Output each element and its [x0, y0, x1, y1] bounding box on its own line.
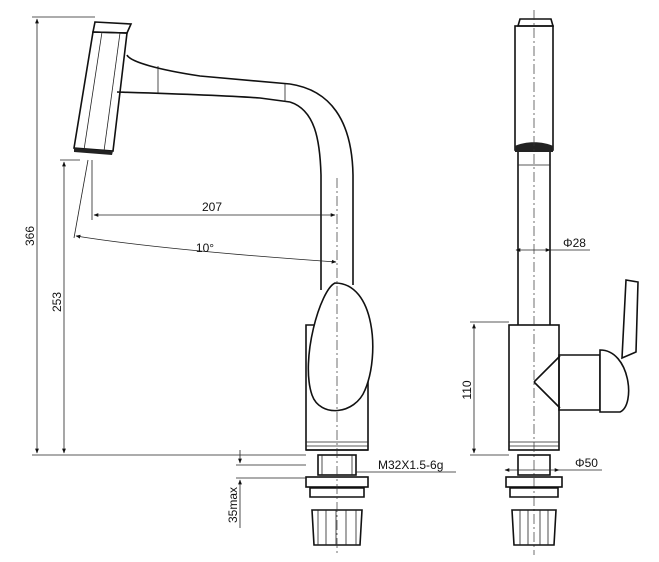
- side-mounting-shank: [505, 454, 563, 546]
- dim-text-110: 110: [460, 380, 474, 399]
- dim-text-10deg: 10°: [196, 241, 214, 255]
- dim-deck-thickness: 35max: [226, 450, 306, 528]
- dim-text-207: 207: [202, 200, 222, 214]
- front-view: 366 253 207 10° M32X1.5-6g: [23, 16, 456, 555]
- dim-overall-height: 366: [23, 16, 306, 456]
- side-aerator: [515, 142, 553, 152]
- side-hose-tube: [517, 152, 551, 325]
- dim-text-phi50: Φ50: [575, 456, 598, 470]
- dim-text-35max: 35max: [226, 487, 240, 523]
- mounting-shank: [305, 454, 369, 546]
- dim-spout-height: 253: [50, 159, 80, 454]
- dim-hose-diameter: Φ28: [515, 236, 590, 252]
- dim-text-253: 253: [50, 292, 64, 312]
- faucet-body: [305, 282, 374, 451]
- dim-text-thread: M32X1.5-6g: [378, 458, 443, 472]
- dim-text-phi28: Φ28: [563, 236, 586, 250]
- side-body: [508, 279, 639, 451]
- dim-reach: 207: [91, 160, 336, 220]
- side-view: Φ28 110: [460, 10, 639, 555]
- dim-swivel-angle: 10°: [73, 159, 337, 264]
- dim-body-height: 110: [460, 321, 509, 456]
- spout: [116, 54, 354, 290]
- dim-text-366: 366: [23, 226, 37, 246]
- dim-thread: M32X1.5-6g: [356, 458, 456, 473]
- dim-base-diameter: Φ50: [504, 456, 602, 472]
- aerator: [74, 148, 113, 155]
- spray-head: [73, 21, 133, 155]
